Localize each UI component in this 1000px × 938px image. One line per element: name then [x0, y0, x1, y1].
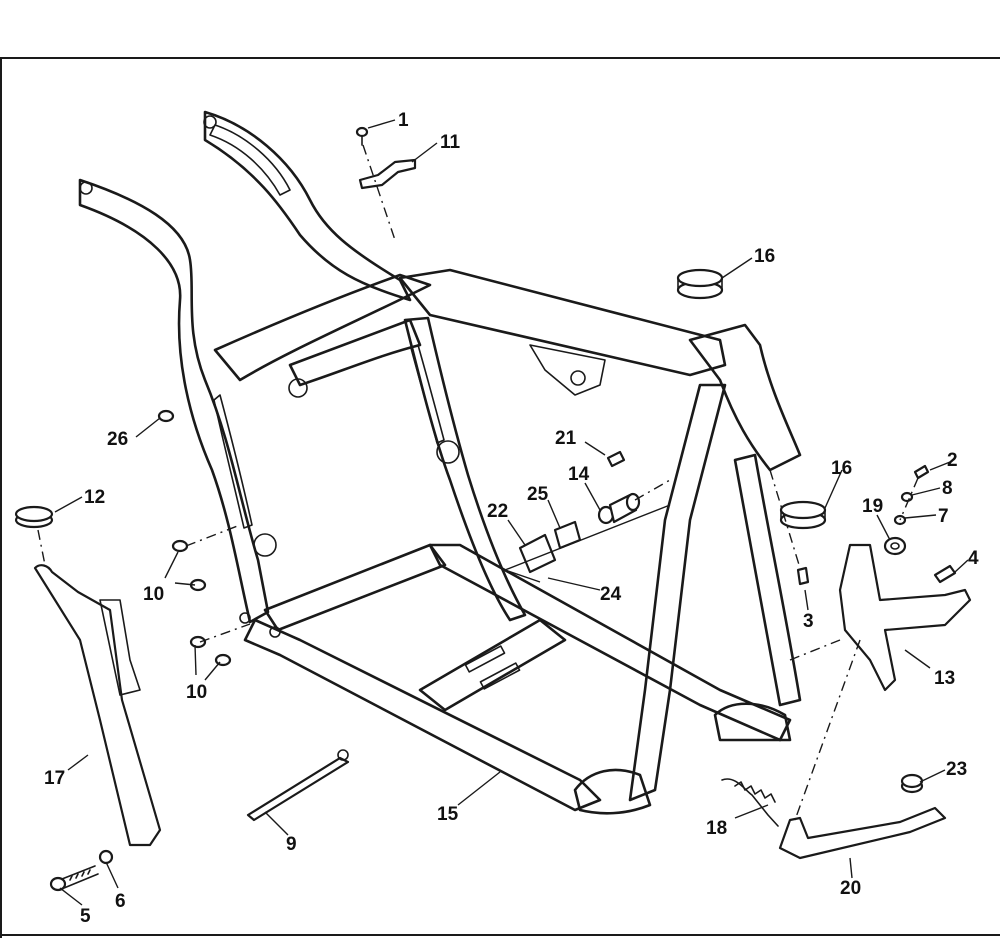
- callout-9: 9: [286, 834, 297, 855]
- dash-line-14: [634, 479, 671, 501]
- callout-13: 13: [934, 668, 955, 689]
- callout-14: 14: [568, 464, 590, 485]
- rear-slot-2: [213, 394, 253, 529]
- part-23-pad: [900, 773, 924, 794]
- callout-20: 20: [840, 878, 861, 899]
- part-19-pivot: [883, 536, 907, 556]
- stand-bracket-arm: [99, 599, 141, 696]
- part-2-bolt: [913, 464, 930, 480]
- leader-lines: [54, 119, 969, 906]
- frame-upper-cross: [213, 273, 432, 382]
- cable-tie-head: [337, 749, 349, 761]
- rear-axle-hole-left: [253, 533, 277, 557]
- callout-10-lower: 10: [186, 682, 207, 703]
- frame-lug-hole: [239, 612, 251, 624]
- callout-2: 2: [947, 450, 958, 471]
- frame-lug-hole-2: [269, 626, 281, 638]
- frame-steering-head: [688, 323, 802, 472]
- callout-16-bottom: 16: [831, 458, 852, 479]
- callout-8: 8: [942, 478, 953, 499]
- dash-line-16-3: [769, 469, 801, 569]
- frame-backbone: [398, 268, 727, 377]
- callout-12: 12: [84, 487, 105, 508]
- callout-6: 6: [115, 891, 126, 912]
- callout-24: 24: [600, 584, 622, 605]
- callout-23: 23: [946, 759, 967, 780]
- dash-line-13-20: [794, 639, 861, 821]
- spring-coils: [734, 781, 776, 803]
- part-6-washer: [98, 849, 114, 865]
- part-10-plug-c: [189, 635, 207, 649]
- part-12-cap: [14, 505, 54, 529]
- part-24-kit-outline: [504, 504, 671, 583]
- frame-front-downtube: [628, 383, 727, 802]
- part-21-fitting: [606, 450, 626, 468]
- rear-upper-hole-right: [203, 115, 217, 129]
- frame-rear-left-upright: [78, 178, 270, 624]
- dash-line-13-frame: [789, 639, 841, 661]
- callout-19: 19: [862, 496, 883, 517]
- dash-line-10-lower: [199, 623, 251, 643]
- frame-front-downtube-2: [733, 453, 802, 707]
- main-frame: [78, 110, 802, 815]
- callout-5: 5: [80, 906, 91, 927]
- dash-line-10-upper: [185, 524, 241, 547]
- part-13-bracket: [838, 543, 972, 692]
- rear-upper-hole-left: [79, 181, 93, 195]
- callout-25: 25: [527, 484, 549, 505]
- callout-22: 22: [487, 501, 508, 522]
- part-16-bearing-cup-top: [676, 268, 724, 300]
- callout-labels: 1 2 3 4 5 6 7 8 9 10 10 11 12 13 14 15 1…: [44, 110, 979, 927]
- dash-line-1-11: [362, 144, 396, 241]
- dash-line-2-7: [899, 477, 919, 521]
- callout-15: 15: [437, 804, 459, 825]
- part-3-fitting: [796, 566, 810, 586]
- frame-rear-right-upright: [203, 110, 412, 302]
- frame-mid-cross: [288, 318, 422, 387]
- callout-18: 18: [706, 818, 727, 839]
- frame-bottom-rail-right: [428, 543, 792, 742]
- part-4-screw: [933, 564, 957, 584]
- callout-26: 26: [107, 429, 128, 450]
- callout-3: 3: [803, 611, 814, 632]
- part-20-kickstand: [778, 806, 947, 860]
- part-9-cable-tie: [246, 756, 350, 822]
- callout-4: 4: [968, 548, 979, 569]
- part-16-bearing-cup-bottom: [779, 500, 827, 530]
- callout-10-upper: 10: [143, 584, 164, 605]
- callout-7: 7: [938, 506, 949, 527]
- frame-mount-hole: [288, 378, 308, 398]
- part-17-stand-bracket: [33, 564, 162, 847]
- callout-1: 1: [398, 110, 409, 131]
- gusset-hole: [570, 370, 586, 386]
- rear-slot-1: [209, 124, 291, 196]
- part-1-screw: [355, 126, 369, 146]
- frame-rear-cross-tube: [263, 543, 447, 632]
- crossmember-slot-2: [479, 662, 521, 690]
- callout-16-top: 16: [754, 246, 775, 267]
- frame-front-right-corner: [713, 702, 792, 742]
- callout-17: 17: [44, 768, 65, 789]
- callout-21: 21: [555, 428, 577, 449]
- part-14-lock: [597, 492, 641, 525]
- dash-line-12-17: [37, 529, 46, 566]
- part-5-bolt: [49, 865, 99, 892]
- callout-11: 11: [440, 132, 461, 153]
- frame-bottom-rail-left: [243, 618, 602, 812]
- frame-center-crossmember: [418, 618, 567, 712]
- part-11-clip: [358, 158, 417, 190]
- part-10-plug-a: [171, 539, 189, 553]
- crossmember-slot-1: [464, 645, 506, 673]
- rear-slot-3: [410, 344, 445, 444]
- rear-axle-hole-right: [436, 440, 460, 464]
- frame-gusset: [529, 344, 606, 396]
- part-22-plate: [518, 533, 557, 574]
- part-8-washer: [900, 491, 914, 503]
- frame-front-lower-corner: [573, 768, 652, 815]
- part-26-plug: [157, 409, 175, 423]
